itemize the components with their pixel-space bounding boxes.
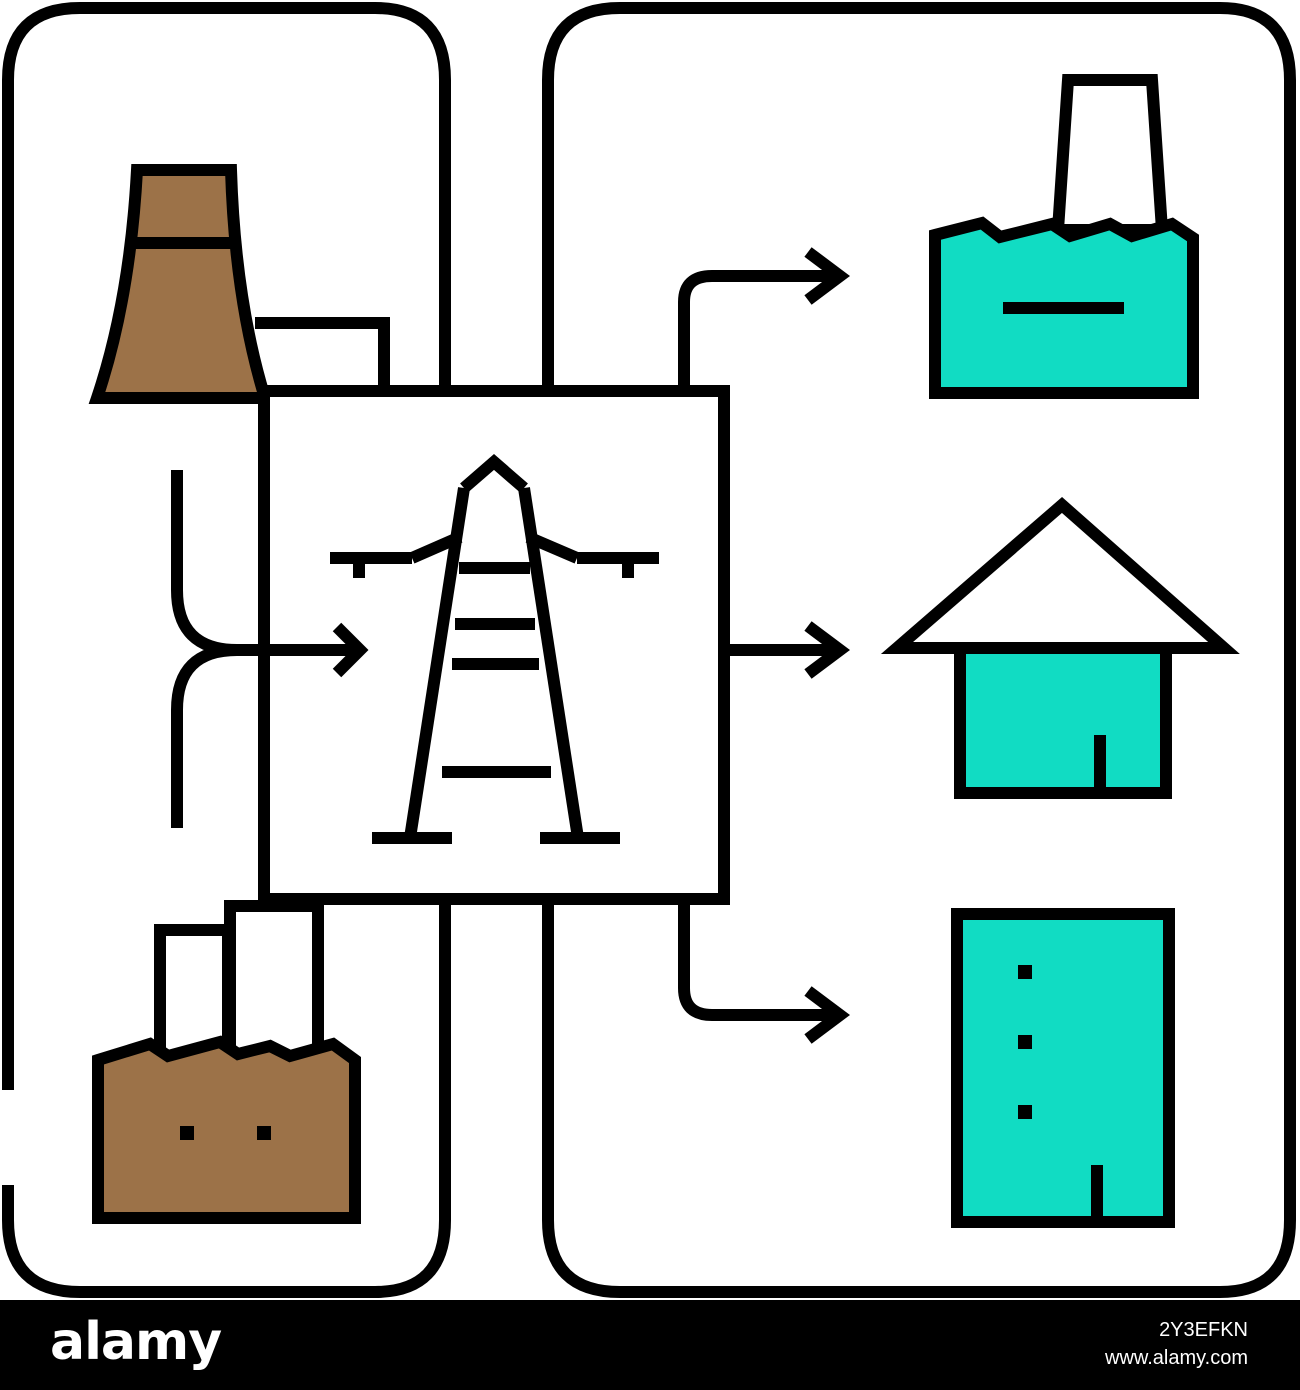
- alamy-logo: alamy: [50, 1312, 222, 1372]
- house-icon: [880, 497, 1240, 799]
- site-url: www.alamy.com: [1105, 1347, 1248, 1369]
- arrow-to-building-icon: [678, 905, 850, 1044]
- left-panel-frame: [2, 2, 451, 1298]
- coal-factory-icon: [92, 900, 361, 1224]
- power-distribution-diagram: [2, 2, 1296, 1298]
- plant-annex: [255, 317, 390, 385]
- office-window: [1018, 1105, 1032, 1119]
- right-panel-frame: [542, 2, 1296, 1298]
- cooling-tower-power-plant-icon: [88, 164, 390, 404]
- cooling-tower: [88, 164, 274, 404]
- office-building-body: [951, 908, 1175, 1228]
- merging-supply-lines-icon: [171, 470, 262, 828]
- coal-factory-body: [92, 1035, 361, 1224]
- image-id-label: 2Y3EFKN www.alamy.com: [1105, 1316, 1248, 1372]
- house-body: [954, 642, 1172, 799]
- office-window: [1018, 965, 1032, 979]
- office-window: [1018, 1035, 1032, 1049]
- coal-factory-window: [180, 1126, 194, 1140]
- arrow-to-factory-icon: [678, 247, 850, 385]
- coal-factory-chimney-right: [224, 900, 324, 1062]
- office-building-icon: [951, 908, 1175, 1228]
- industrial-factory-icon: [929, 74, 1199, 399]
- watermark-bar: alamy 2Y3EFKN www.alamy.com: [0, 1300, 1300, 1390]
- factory-chimney: [1051, 74, 1169, 236]
- arrow-into-grid-icon: [264, 622, 369, 678]
- image-id: 2Y3EFKN: [1159, 1319, 1248, 1341]
- transmission-tower-icon: [330, 454, 659, 844]
- arrow-to-house-icon: [724, 621, 850, 679]
- house-roof: [880, 497, 1240, 654]
- coal-factory-window: [257, 1126, 271, 1140]
